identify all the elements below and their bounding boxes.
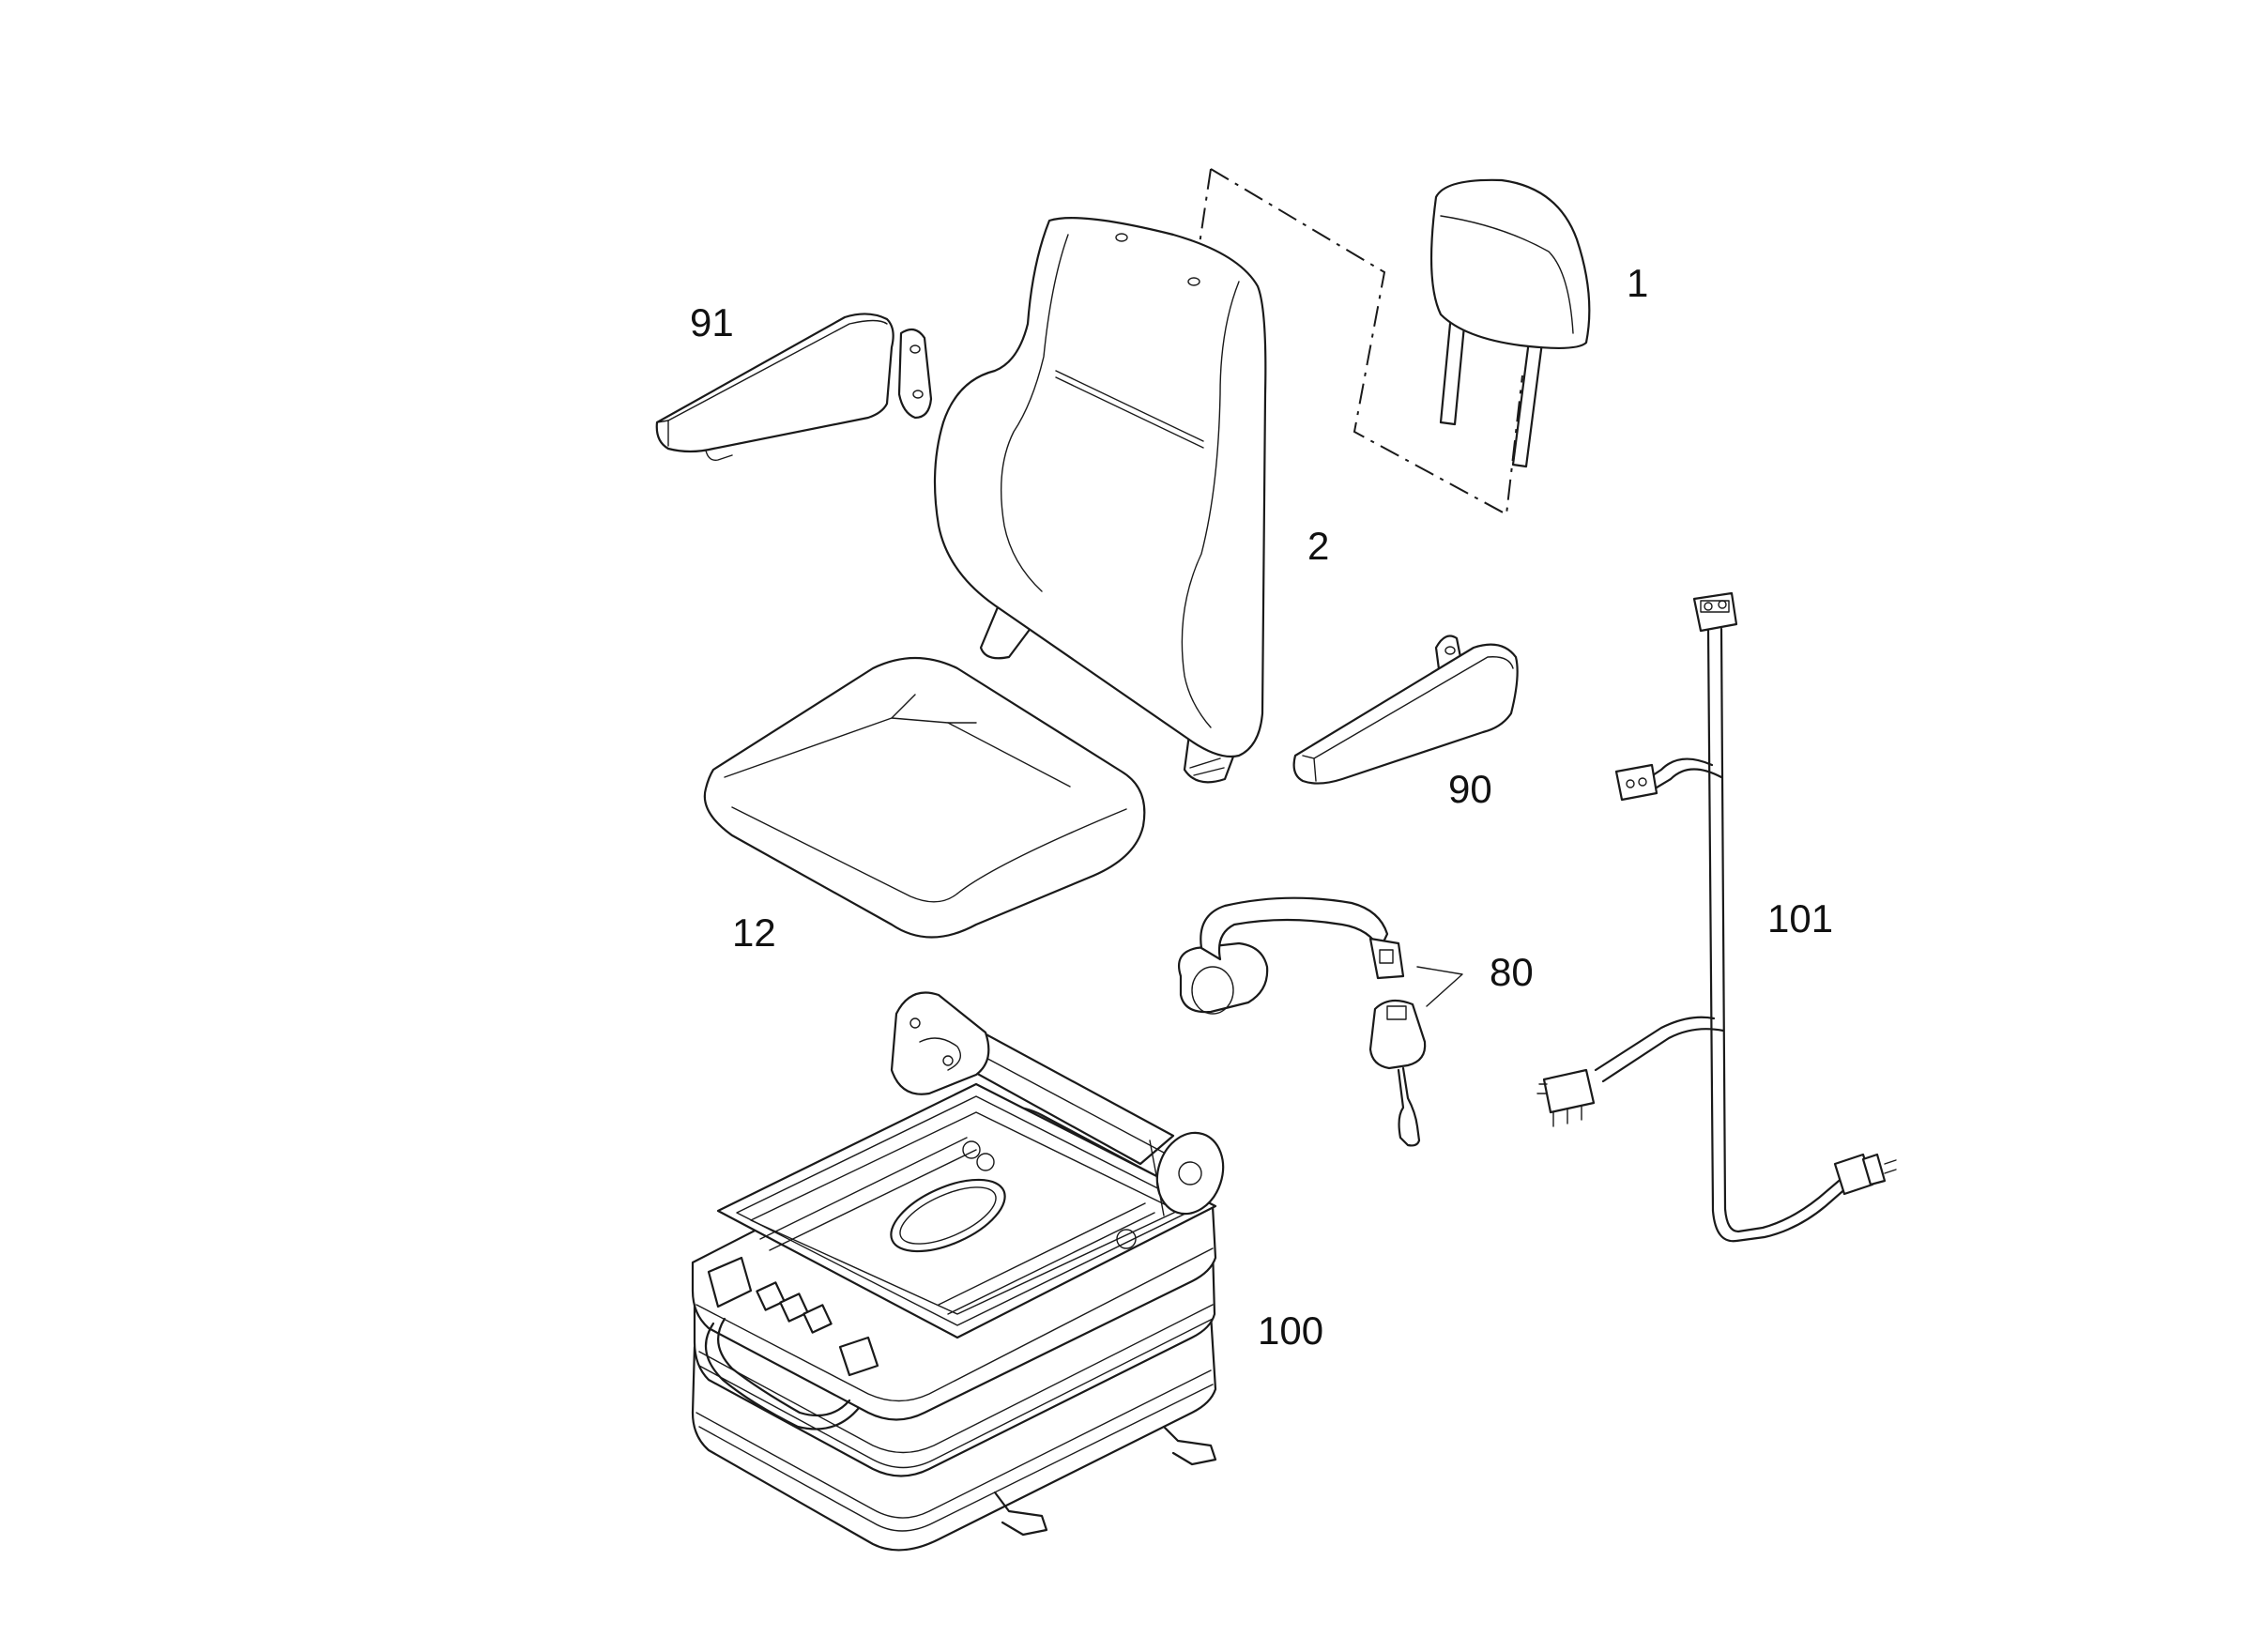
callout-armrest-left: 91 [690,300,734,344]
callout-headrest: 1 [1627,261,1648,305]
callout-backrest: 2 [1307,524,1329,568]
headrest-part[interactable] [1429,178,1591,468]
seat-cushion-part[interactable] [703,656,1146,939]
seat-belt-part[interactable] [1177,896,1463,1147]
armrest-left-part[interactable] [655,313,933,461]
headrest-link-line [1210,168,1523,516]
wiring-harness-part[interactable] [1536,591,1897,1243]
callout-armrest-right: 90 [1448,767,1492,811]
armrest-right-part[interactable] [1292,635,1519,785]
callout-seat-cushion: 12 [732,910,776,955]
suspension-base-part[interactable] [691,991,1233,1552]
callout-seat-belt: 80 [1490,950,1534,994]
callout-wiring-harness: 101 [1767,896,1833,941]
callout-suspension-base: 100 [1258,1308,1323,1353]
backrest-part[interactable] [933,217,1267,784]
